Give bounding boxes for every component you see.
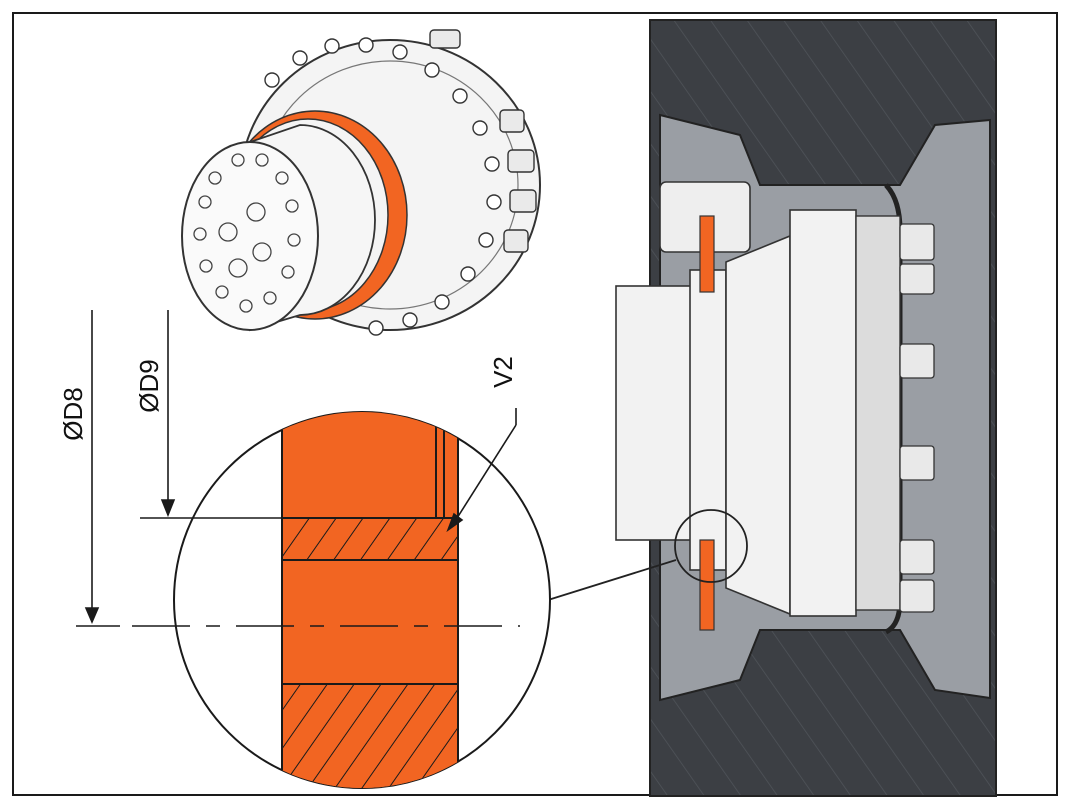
detail-leader [547,559,677,601]
wheel-section-view [615,19,997,797]
svg-text:V2: V2 [488,356,518,388]
svg-text:ØD8: ØD8 [58,387,88,440]
label-d8: ØD8 [58,387,88,440]
detail-magnified-view [173,411,551,789]
drawing-frame [12,12,1058,796]
label-v2: V2 [488,356,518,388]
isometric-motor-view [181,29,541,336]
svg-text:ØD9: ØD9 [134,359,164,412]
dimension-lines [76,310,520,627]
label-d9: ØD9 [134,359,164,412]
